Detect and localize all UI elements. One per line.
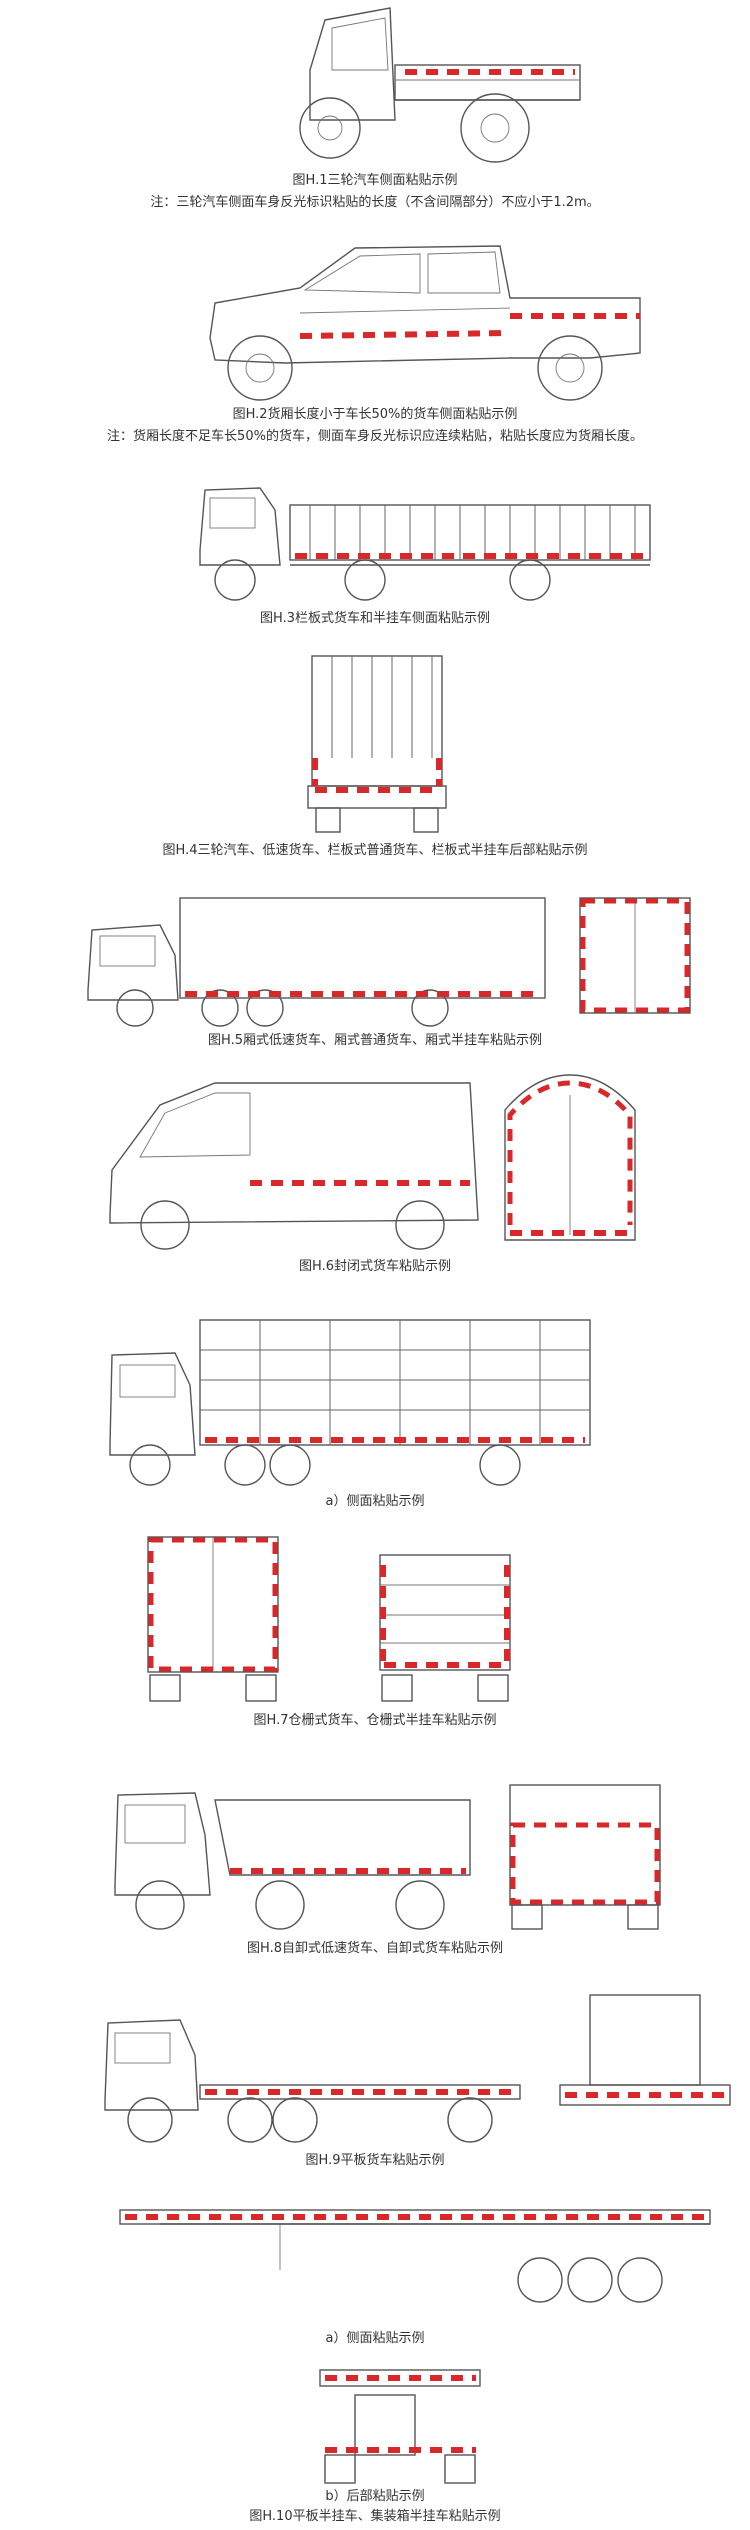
- semi-trailer-drawing: [119, 2209, 711, 2303]
- reflective-frame: [580, 898, 690, 1013]
- figure-h2-pickup-side: [209, 245, 641, 401]
- figure-h9-flatbed: [104, 1994, 731, 2143]
- dump-truck-rear-drawing: [509, 1784, 661, 1930]
- caption-h1: 图H.1三轮汽车侧面粘贴示例: [292, 173, 458, 188]
- van-rear-drawing: [504, 1074, 636, 1241]
- figure-h10a-semi-trailer-side: [119, 2209, 711, 2303]
- figure-h5-box-truck: [87, 897, 691, 1027]
- semi-trailer-rear-drawing: [319, 2369, 481, 2484]
- caption-h10-b: b）后部粘贴示例: [325, 2489, 425, 2504]
- caption-h7: 图H.7仓栅式货车、仓栅式半挂车粘贴示例: [253, 1713, 497, 1728]
- caption-h2: 图H.2货厢长度小于车长50%的货车侧面粘贴示例: [232, 407, 518, 422]
- pickup-drawing: [209, 245, 641, 401]
- figure-h3-stake-truck-side: [199, 487, 651, 601]
- caption-h10: 图H.10平板半挂车、集装箱半挂车粘贴示例: [249, 2509, 501, 2524]
- figure-h10b-semi-trailer-rear: [319, 2369, 481, 2484]
- caption-h10-a: a）侧面粘贴示例: [325, 2331, 425, 2346]
- reflective-strip: [299, 330, 511, 339]
- figure-h7-rear: [147, 1536, 511, 1702]
- note-h2: 注：货厢长度不足车长50%的货车，侧面车身反光标识应连续粘贴，粘贴长度应为货厢长…: [107, 429, 643, 444]
- stake-posts: [309, 505, 636, 560]
- reflective-outline: [507, 1080, 633, 1225]
- cage-rails: [200, 1320, 590, 1445]
- flatbed-rear-drawing: [559, 1994, 731, 2106]
- rear-stake-drawing: [307, 655, 447, 833]
- figure-h4-rear: [307, 655, 447, 833]
- figure-h1-three-wheeler-side: [299, 7, 581, 163]
- stake-truck-drawing: [199, 487, 651, 601]
- caption-h3: 图H.3栏板式货车和半挂车侧面粘贴示例: [260, 611, 490, 626]
- figure-h6-van: [109, 1074, 636, 1250]
- caption-h9: 图H.9平板货车粘贴示例: [305, 2153, 445, 2168]
- dump-truck-side-drawing: [114, 1792, 471, 1930]
- caption-h8: 图H.8自卸式低速货车、自卸式货车粘贴示例: [247, 1941, 503, 1956]
- caption-h6: 图H.6封闭式货车粘贴示例: [299, 1259, 451, 1274]
- caption-h4: 图H.4三轮汽车、低速货车、栏板式普通货车、栏板式半挂车后部粘贴示例: [162, 843, 588, 858]
- box-truck-side-drawing: [87, 897, 546, 1027]
- cage-rear-stake-drawing: [379, 1554, 511, 1702]
- rear-stake-posts: [331, 656, 433, 758]
- figure-h7a-cage-truck-side: [109, 1319, 591, 1486]
- caption-h7-a: a）侧面粘贴示例: [325, 1494, 425, 1509]
- note-h1: 注：三轮汽车侧面车身反光标识粘贴的长度（不含间隔部分）不应小于1.2m。: [150, 195, 600, 210]
- box-truck-rear-drawing: [579, 897, 691, 1014]
- flatbed-side-drawing: [104, 2019, 521, 2143]
- caption-h5: 图H.5厢式低速货车、厢式普通货车、厢式半挂车粘贴示例: [208, 1033, 542, 1048]
- figure-h8-dump-truck: [114, 1784, 661, 1930]
- van-side-drawing: [109, 1082, 479, 1250]
- reflective-frame: [510, 1822, 660, 1905]
- cage-rear-box-drawing: [147, 1536, 279, 1702]
- reflective-frame: [148, 1537, 278, 1672]
- cage-truck-drawing: [109, 1319, 591, 1486]
- three-wheeler-drawing: [299, 7, 581, 163]
